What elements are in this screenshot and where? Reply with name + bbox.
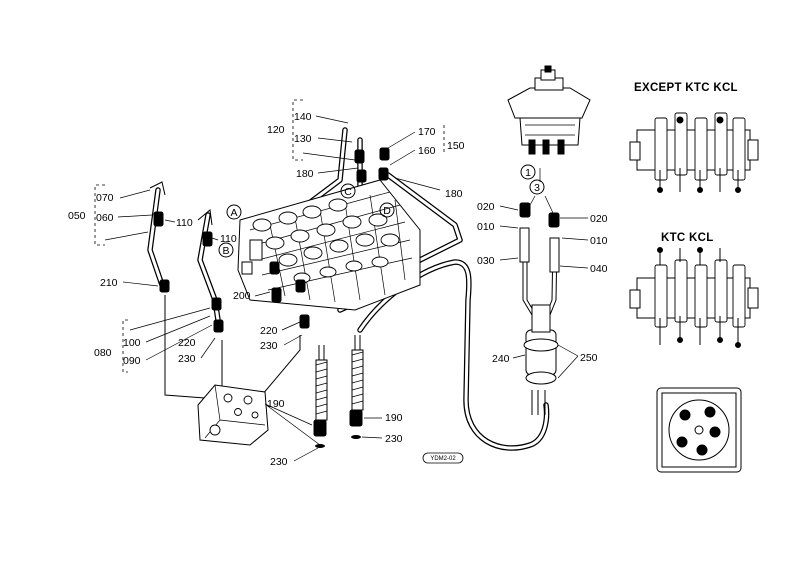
label-130: 130 [294,133,312,145]
label-230-left: 230 [178,353,196,365]
joystick-port-view [656,387,742,473]
callout-letters: A B C D 1 3 [222,167,540,257]
drawing-code: YDM2-02 [430,456,456,462]
label-210: 210 [100,277,118,289]
drawing-stamp: YDM2-02 [422,452,464,464]
label-170: 170 [418,126,436,138]
label-160: 160 [418,145,436,157]
lower-manifold-block [197,384,269,446]
valve-view-except-ktc-kcl [629,112,759,193]
label-150: 150 [447,140,465,152]
label-070: 070 [96,192,114,204]
leader-lines [104,115,589,462]
label-220-right: 220 [260,325,278,337]
label-230-bottom: 230 [270,456,288,468]
label-180-left: 180 [296,168,314,180]
callout-circles [218,164,545,258]
label-090: 090 [123,355,141,367]
label-050: 050 [68,210,86,222]
label-110-upper: 110 [176,217,193,229]
label-250: 250 [580,352,598,364]
label-020-left: 020 [477,201,495,213]
callout-3: 3 [534,182,540,194]
callout-d: D [383,205,391,217]
label-240: 240 [492,353,510,365]
label-200: 200 [233,290,251,302]
label-190-right: 190 [385,412,403,424]
section-title-except-ktc-kcl: EXCEPT KTC KCL [634,82,738,94]
label-060: 060 [96,212,114,224]
label-080: 080 [94,347,112,359]
lower-hoses [313,349,364,448]
label-140: 140 [294,111,312,123]
callout-c: C [344,186,352,198]
valve-view-ktc-kcl [629,247,759,348]
callout-a: A [230,207,237,219]
part-number-labels: 010 010 020 020 030 040 050 060 070 080 … [68,111,608,468]
label-040: 040 [590,263,608,275]
label-020-right: 020 [590,213,608,225]
control-valve-assembly [149,147,421,333]
label-230-right: 230 [385,433,403,445]
section-title-ktc-kcl: KTC KCL [661,232,714,244]
label-190-left: 190 [267,398,285,410]
label-230-mid: 230 [260,340,278,352]
label-180-right: 180 [445,188,463,200]
pilot-joystick [507,65,591,415]
label-110-lower: 110 [220,233,237,245]
label-120: 120 [267,124,285,136]
group-brackets [94,99,445,373]
label-010-right: 010 [590,235,608,247]
label-100: 100 [123,337,141,349]
label-220-left: 220 [178,337,196,349]
label-030: 030 [477,255,495,267]
callout-1: 1 [525,167,531,179]
label-010-left: 010 [477,221,495,233]
callout-b: B [222,245,229,257]
